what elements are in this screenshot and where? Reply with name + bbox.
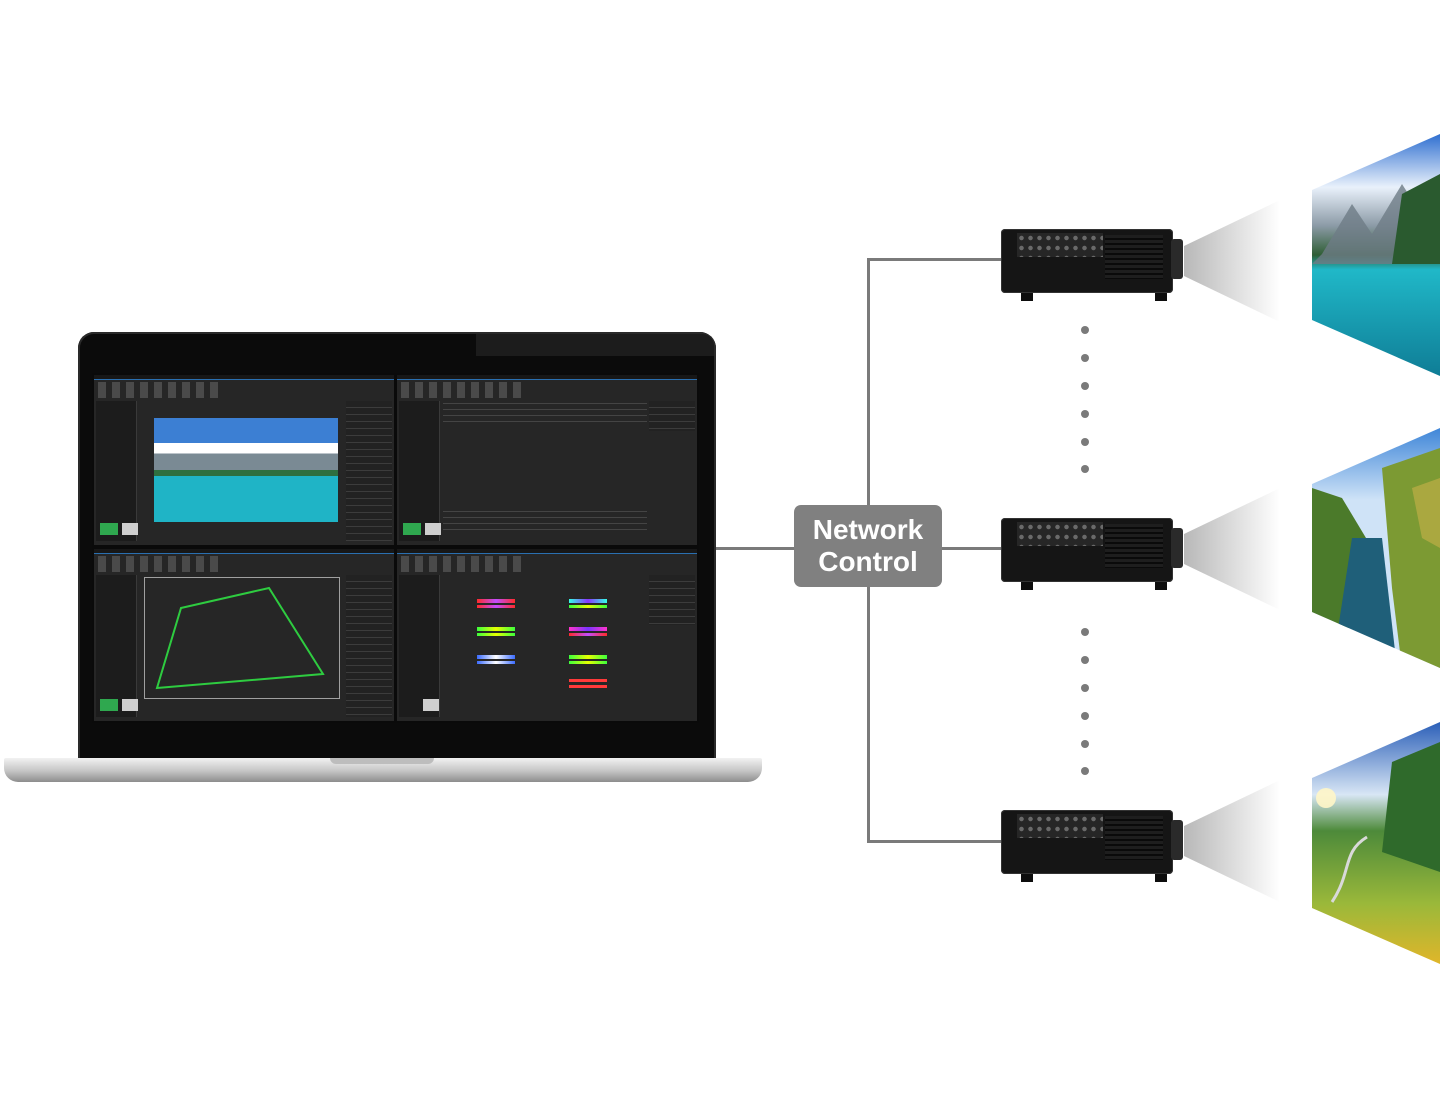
secondary-button: [425, 523, 441, 535]
app-panel-warp: [94, 549, 394, 721]
toolbar-icons: [98, 556, 218, 572]
app-panel-preview: [94, 375, 394, 545]
dot: [1081, 712, 1089, 720]
dot: [1081, 465, 1089, 473]
projected-image-fjord: [1312, 428, 1440, 668]
laptop-base-groove: [330, 758, 434, 764]
secondary-button: [423, 699, 439, 711]
app-panel-table: [397, 375, 697, 545]
apply-button: [100, 523, 118, 535]
projector-lens: [1171, 528, 1183, 568]
panel-titlebar: [397, 375, 697, 380]
toolbar-icons: [98, 382, 218, 398]
dot: [1081, 628, 1089, 636]
secondary-button: [122, 699, 138, 711]
projector-1: [1001, 225, 1185, 301]
panel-titlebar: [94, 375, 394, 380]
color-adjust-bars: [477, 599, 607, 688]
projector-io-ports: [1017, 522, 1103, 546]
projected-image-valley: [1312, 722, 1440, 964]
table-grid: [443, 403, 647, 423]
settings-column: [649, 401, 695, 431]
projector-foot: [1021, 874, 1033, 882]
network-control-box: Network Control: [794, 505, 942, 587]
toolbar-icons: [401, 556, 521, 572]
settings-column: [346, 401, 392, 541]
dot: [1081, 767, 1089, 775]
projector-list: [399, 401, 440, 541]
laptop-screen: [92, 373, 699, 723]
laptop-lid-highlight: [476, 334, 714, 356]
projector-3: [1001, 806, 1185, 882]
light-beam-2: [1184, 488, 1280, 610]
lake-preview-image: [154, 418, 338, 522]
projector-foot: [1155, 874, 1167, 882]
network-control-label-line1: Network: [812, 514, 924, 545]
projected-image-lake: [1312, 134, 1440, 376]
network-control-label-line2: Control: [818, 546, 918, 577]
projector-vents: [1105, 816, 1163, 860]
apply-button: [403, 523, 421, 535]
dot: [1081, 684, 1089, 692]
dot: [1081, 740, 1089, 748]
dot: [1081, 354, 1089, 362]
secondary-button: [122, 523, 138, 535]
projector-list: [96, 401, 137, 541]
projector-list: [399, 575, 440, 717]
projector-foot: [1155, 293, 1167, 301]
dot: [1081, 326, 1089, 334]
light-beam-1: [1184, 200, 1280, 322]
settings-column: [346, 575, 392, 717]
connector-box-to-projector-2: [941, 547, 1003, 550]
dot: [1081, 382, 1089, 390]
projector-io-ports: [1017, 233, 1103, 257]
table-grid-lower: [443, 511, 647, 531]
app-panel-color: [397, 549, 697, 721]
connector-to-projector-1: [867, 258, 1003, 261]
panel-titlebar: [94, 549, 394, 554]
dot: [1081, 656, 1089, 664]
connector-trunk-lower: [867, 586, 870, 842]
projector-lens: [1171, 239, 1183, 279]
connector-trunk-upper: [867, 258, 870, 506]
apply-button: [100, 699, 118, 711]
connector-laptop-to-box: [716, 547, 796, 550]
projector-lens: [1171, 820, 1183, 860]
projector-vents: [1105, 524, 1163, 568]
connector-to-projector-3: [867, 840, 1003, 843]
projector-2: [1001, 514, 1185, 590]
projector-list: [96, 575, 137, 717]
dot: [1081, 410, 1089, 418]
projector-io-ports: [1017, 814, 1103, 838]
dot: [1081, 438, 1089, 446]
settings-column: [649, 575, 695, 625]
warp-canvas: [144, 577, 340, 699]
projector-foot: [1155, 582, 1167, 590]
projector-vents: [1105, 235, 1163, 279]
panel-titlebar: [397, 549, 697, 554]
projector-foot: [1021, 582, 1033, 590]
toolbar-icons: [401, 382, 521, 398]
projector-foot: [1021, 293, 1033, 301]
warp-quad-outline: [155, 586, 325, 690]
light-beam-3: [1184, 780, 1280, 902]
